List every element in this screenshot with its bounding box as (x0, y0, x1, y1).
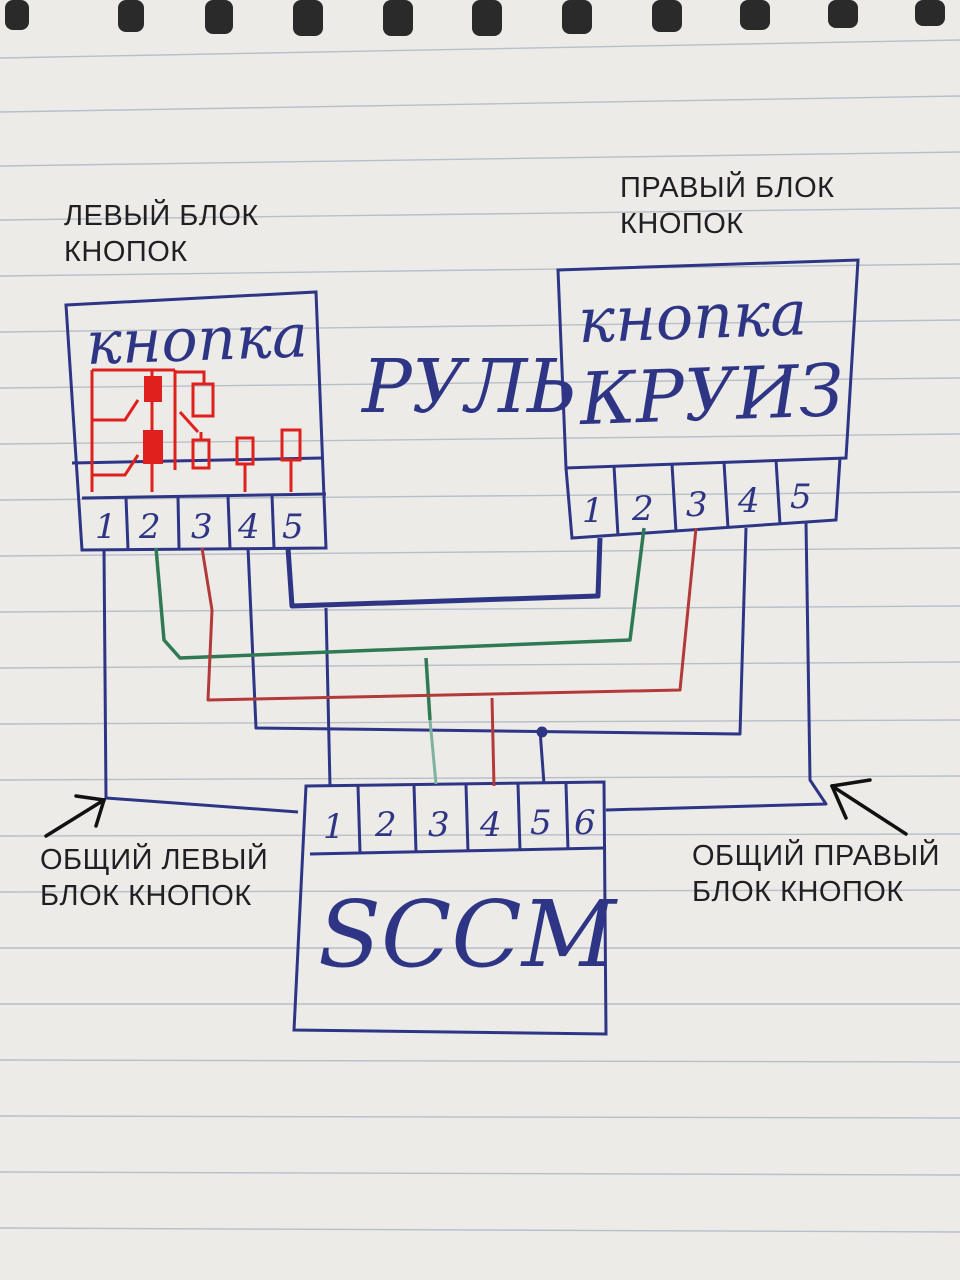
binding-holes (5, 0, 945, 36)
left-button-block (64, 290, 328, 552)
sccm-pin-3: 3 (428, 805, 450, 845)
sccm-pin-5: 5 (530, 803, 552, 843)
left-pin-4: 4 (237, 507, 260, 547)
left-connector-pins: 1 2 3 4 5 (95, 507, 304, 547)
common-left-caption-line2: БЛОК КНОПОК (40, 880, 252, 912)
left-box-title: кнопка (85, 301, 309, 379)
sccm-label: SCCM (318, 881, 619, 988)
sccm-pin-1: 1 (323, 807, 345, 847)
left-pin-3: 3 (191, 507, 213, 547)
left-pin-2: 2 (138, 507, 161, 547)
wire-green (154, 527, 646, 721)
right-pin-2: 2 (631, 489, 654, 529)
common-right-caption: ОБЩИЙ ПРАВЫЙ БЛОК КНОПОК (692, 838, 940, 910)
right-block-caption-line1: ПРАВЫЙ БЛОК (620, 172, 835, 204)
right-pin-1: 1 (582, 491, 604, 531)
right-block-caption: ПРАВЫЙ БЛОК КНОПОК (620, 170, 835, 242)
wire-red (200, 527, 698, 787)
right-button-block (556, 258, 860, 540)
common-right-caption-line1: ОБЩИЙ ПРАВЫЙ (692, 840, 940, 872)
right-pin-4: 4 (737, 481, 760, 521)
right-pin-3: 3 (686, 485, 708, 525)
arrow-common-right-icon (830, 778, 908, 836)
right-box-title-2: КРУИЗ (576, 348, 845, 441)
wires-blue (102, 521, 828, 814)
right-pin-5: 5 (790, 477, 812, 517)
left-pin-5: 5 (282, 507, 304, 547)
right-box-title-1: кнопка (577, 276, 809, 357)
common-right-caption-line2: БЛОК КНОПОК (692, 876, 904, 908)
sccm-pin-2: 2 (374, 805, 397, 845)
switch-resistors (143, 376, 163, 464)
sccm-connector-pins: 1 2 3 4 5 6 (323, 803, 596, 847)
left-block-caption: ЛЕВЫЙ БЛОК КНОПОК (64, 198, 259, 270)
left-pin-1: 1 (95, 507, 117, 547)
wheel-label: РУЛЬ (360, 344, 577, 430)
sccm-module (292, 780, 608, 1036)
right-connector-pins: 1 2 3 4 5 (582, 477, 812, 531)
left-block-caption-line1: ЛЕВЫЙ БЛОК (64, 200, 259, 232)
common-left-caption: ОБЩИЙ ЛЕВЫЙ БЛОК КНОПОК (40, 842, 268, 914)
left-block-caption-line2: КНОПОК (64, 236, 188, 268)
sccm-pin-4: 4 (479, 805, 502, 845)
common-left-caption-line1: ОБЩИЙ ЛЕВЫЙ (40, 844, 269, 876)
switch-schematic (90, 368, 302, 492)
wire-green-light (428, 719, 438, 785)
sccm-pin-6: 6 (574, 803, 596, 843)
arrow-common-left-icon (44, 794, 107, 838)
right-block-caption-line2: КНОПОК (620, 208, 744, 240)
